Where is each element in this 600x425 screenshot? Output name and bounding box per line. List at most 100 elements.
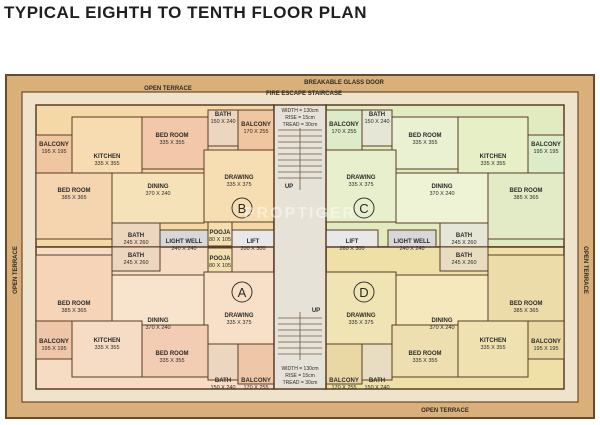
a-pooja (207, 247, 233, 273)
unit-c-bed-room-label: BED ROOM (510, 188, 543, 194)
a-dining (111, 274, 205, 326)
unit-b-drawing-dimension: 335 X 375 (226, 182, 251, 188)
b-bath-top (207, 109, 239, 147)
unit-b-balcony-dimension: 195 X 195 (41, 149, 66, 155)
unit-b-balcony-label: BALCONY (241, 122, 271, 128)
unit-d-bed-room-label: BED ROOM (409, 351, 442, 357)
central-staircase (273, 104, 327, 390)
c-balcony-left (325, 109, 363, 151)
unit-b-bed-room-dimension: 335 X 355 (159, 140, 184, 146)
c-bath-top (361, 109, 393, 147)
c-unit-marker (353, 197, 375, 219)
unit-c-bath-label: BATH (456, 233, 472, 239)
unit-c-bath-label: BATH (369, 112, 385, 118)
b-balcony-right (237, 109, 275, 151)
c-kitchen (457, 116, 529, 174)
a-kitchen (71, 320, 143, 378)
unit-a-bath-label: BATH (128, 253, 144, 259)
d-unit-marker (353, 281, 375, 303)
unit-b-light-well-label: LIGHT WELL (166, 239, 203, 245)
b-dining (111, 172, 205, 224)
unit-d-bath-label: BATH (456, 253, 472, 259)
unit-d-bath-dimension: 150 X 240 (364, 385, 389, 391)
unit-d-kitchen-dimension: 335 X 355 (480, 345, 505, 351)
unit-b (35, 104, 275, 267)
unit-a-kitchen-dimension: 335 X 355 (94, 345, 119, 351)
b-unit-marker (231, 197, 253, 219)
unit-a-balcony-dimension: 195 X 195 (41, 346, 66, 352)
unit-a-balcony-label: BALCONY (241, 378, 271, 384)
unit-a-pooja-dimension: 80 X 105 (209, 263, 231, 269)
unit-b-bath-label: BATH (128, 233, 144, 239)
unit-c-balcony-dimension: 195 X 195 (533, 149, 558, 155)
stair-up-bottom: UP (312, 308, 320, 314)
unit-d-balcony-label: BALCONY (531, 339, 561, 345)
a-bath-bottom (207, 343, 239, 381)
b-bedroom-top (141, 116, 209, 170)
label-open-terrace-top: OPEN TERRACE (144, 86, 192, 92)
unit-a-dining-label: DINING (148, 318, 169, 324)
b-bedroom-left (35, 172, 113, 240)
unit-a-bed-room-label: BED ROOM (156, 351, 189, 357)
unit-d-dining-label: DINING (432, 318, 453, 324)
label-breakable-door: BREAKABLE GLASS DOOR (304, 80, 384, 86)
stair-spec-width-bottom: WIDTH = 130cm (281, 366, 318, 372)
d-balcony-right (527, 320, 565, 360)
a-bath-mid (111, 246, 161, 272)
unit-a-pooja-label: POOJA (209, 256, 231, 262)
unit-d-drawing-label: DRAWING (347, 313, 376, 319)
stair-spec-rise-top: RISE = 15cm (285, 115, 315, 121)
unit-d-balcony-dimension: 170 X 255 (331, 385, 356, 391)
stair-spec-tread-top: TREAD = 30cm (283, 122, 318, 128)
unit-letter-d: D (359, 285, 368, 300)
unit-c-light-well-label: LIGHT WELL (394, 239, 431, 245)
unit-d-balcony-label: BALCONY (329, 378, 359, 384)
unit-c-bed-room-label: BED ROOM (409, 133, 442, 139)
stair-up-top: UP (285, 184, 293, 190)
stair-spec-tread-bottom: TREAD = 30cm (283, 380, 318, 386)
a-unit-marker (231, 281, 253, 303)
unit-a-bath-dimension: 245 X 260 (123, 260, 148, 266)
unit-d-bath-label: BATH (369, 378, 385, 384)
label-open-terrace-right: OPEN TERRACE (582, 246, 588, 294)
unit-b-kitchen-label: KITCHEN (94, 154, 121, 160)
b-pooja (207, 221, 233, 247)
unit-c-lift-label: LIFT (346, 239, 359, 245)
d-bath-mid (439, 246, 489, 272)
d-bath-bottom (361, 343, 393, 381)
unit-a-bath-label: BATH (215, 378, 231, 384)
unit-b-dining-label: DINING (148, 184, 169, 190)
unit-b-lift-label: LIFT (247, 239, 260, 245)
d-dining (395, 274, 489, 326)
unit-c-drawing-dimension: 335 X 375 (348, 182, 373, 188)
unit-c-bed-room-dimension: 385 X 365 (513, 195, 538, 201)
a-drawing (203, 271, 275, 345)
unit-b-drawing-label: DRAWING (225, 175, 254, 181)
unit-b-lift-dimension: 200 X 300 (240, 246, 265, 252)
d-bedroom-right (487, 254, 565, 322)
unit-d-bed-room-label: BED ROOM (510, 301, 543, 307)
plan-labels: OPEN TERRACE OPEN TERRACE OPEN TERRACE O… (13, 80, 588, 414)
stair-spec-rise-bottom: RISE = 15cm (285, 373, 315, 379)
unit-c-bath-dimension: 150 X 240 (364, 119, 389, 125)
watermark: PROPTIGER (244, 205, 356, 222)
stair-spec-width-top: WIDTH = 130cm (281, 108, 318, 114)
unit-d-bed-room-dimension: 385 X 365 (513, 308, 538, 314)
unit-b-bath-dimension: 245 X 260 (123, 240, 148, 246)
unit-b-bath-label: BATH (215, 112, 231, 118)
unit-letter-c: C (359, 201, 368, 216)
unit-a-kitchen-label: KITCHEN (94, 338, 121, 344)
unit-b-balcony-dimension: 170 X 255 (243, 129, 268, 135)
unit-d-drawing-dimension: 335 X 375 (348, 320, 373, 326)
unit-a-balcony-label: BALCONY (39, 339, 69, 345)
unit-c-drawing-label: DRAWING (347, 175, 376, 181)
unit-b-bed-room-dimension: 385 X 365 (61, 195, 86, 201)
b-bath-mid (111, 222, 161, 248)
a-bedroom-bottom (141, 324, 209, 378)
unit-c-bed-room-dimension: 335 X 355 (412, 140, 437, 146)
unit-a-drawing-label: DRAWING (225, 313, 254, 319)
c-dining (395, 172, 489, 224)
plan-title: TYPICAL EIGHTH TO TENTH FLOOR PLAN (4, 3, 367, 22)
